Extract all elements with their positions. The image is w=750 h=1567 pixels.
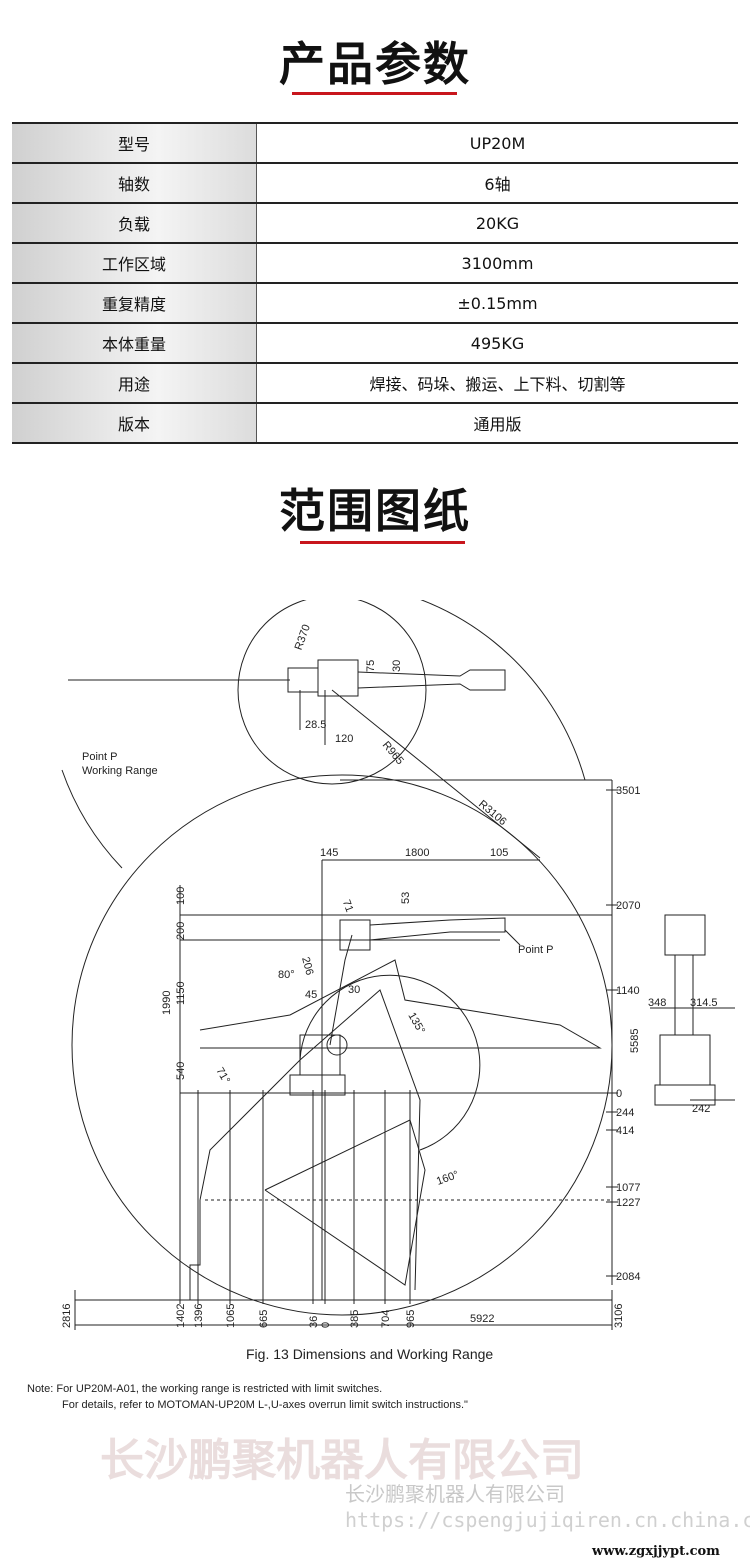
bottom-dim-label: 1402 xyxy=(175,1304,187,1328)
label-angle-160: 160° xyxy=(435,1169,460,1188)
label-5585: 5585 xyxy=(629,1029,641,1053)
spec-label: 重复精度 xyxy=(12,282,257,324)
label-r370: R370 xyxy=(293,623,313,652)
label-working-range: Working Range xyxy=(82,765,158,777)
label-1800: 1800 xyxy=(405,847,429,859)
label-30: 30 xyxy=(391,660,403,672)
label-242: 242 xyxy=(692,1103,710,1115)
working-range-circle xyxy=(71,774,613,1316)
label-angle-71: 71° xyxy=(213,1066,232,1086)
label-206: 206 xyxy=(299,956,315,977)
spec-value: 焊接、码垛、搬运、上下料、切割等 xyxy=(256,362,738,404)
right-dim-label: 1140 xyxy=(616,985,640,997)
spec-label: 轴数 xyxy=(12,162,257,204)
bottom-dim-label: 1396 xyxy=(193,1304,205,1328)
label-75: 75 xyxy=(365,660,377,672)
label-145: 145 xyxy=(320,847,338,859)
section-title-drawing: 范围图纸 xyxy=(279,484,471,538)
label-angle-30: 30 xyxy=(348,984,360,996)
right-dim-label: 414 xyxy=(616,1125,634,1137)
label-angle-135: 135° xyxy=(405,1011,427,1037)
right-dim-label: 244 xyxy=(616,1107,634,1119)
label-105: 105 xyxy=(490,847,508,859)
label-53: 53 xyxy=(400,892,412,904)
footer-site: www.zgxjjypt.com xyxy=(592,1544,720,1559)
spec-value: 6轴 xyxy=(256,162,738,204)
bottom-dim-label: 2816 xyxy=(61,1304,73,1328)
spec-row: 用途焊接、码垛、搬运、上下料、切割等 xyxy=(12,362,738,404)
label-71: 71 xyxy=(340,898,355,914)
right-dim-label: 1227 xyxy=(616,1197,640,1209)
label-348: 348 xyxy=(648,997,666,1009)
label-1150: 1150 xyxy=(175,981,187,1005)
label-point-p: Point P xyxy=(82,751,117,763)
spec-label: 用途 xyxy=(12,362,257,404)
right-dim-label: 2084 xyxy=(616,1271,640,1283)
spec-row: 版本通用版 xyxy=(12,402,738,444)
spec-label: 负载 xyxy=(12,202,257,244)
bottom-dim-label: 965 xyxy=(405,1310,417,1328)
label-200: 200 xyxy=(175,922,187,940)
label-540: 540 xyxy=(175,1062,187,1080)
right-dim-label: 2070 xyxy=(616,900,640,912)
label-point-p-arm: Point P xyxy=(518,944,553,956)
right-dim-label: 3501 xyxy=(616,785,640,797)
label-5922: 5922 xyxy=(470,1313,494,1325)
label-1990: 1990 xyxy=(161,991,173,1015)
bottom-dim-label: 665 xyxy=(258,1310,270,1328)
spec-label: 版本 xyxy=(12,402,257,444)
right-dim-label: 1077 xyxy=(616,1182,640,1194)
spec-value: 20KG xyxy=(256,202,738,244)
label-angle-80: 80° xyxy=(278,969,295,981)
spec-row: 重复精度±0.15mm xyxy=(12,282,738,324)
spec-value: 3100mm xyxy=(256,242,738,284)
spec-label: 型号 xyxy=(12,122,257,164)
bottom-dim-label: 1065 xyxy=(225,1304,237,1328)
label-28-5: 28.5 xyxy=(305,719,326,731)
bottom-dim-label: 385 xyxy=(349,1310,361,1328)
footer-company: 长沙鹏聚机器人有限公司 xyxy=(345,1482,565,1506)
bottom-dim-label: 704 xyxy=(380,1310,392,1328)
label-angle-45: 45 xyxy=(305,989,317,1001)
spec-label: 本体重量 xyxy=(12,322,257,364)
label-100: 100 xyxy=(175,887,187,905)
spec-value: 495KG xyxy=(256,322,738,364)
top-view-circle xyxy=(237,600,427,785)
outer-reach-arc-left xyxy=(61,769,123,869)
note-line-2: For details, refer to MOTOMAN-UP20M L-,U… xyxy=(62,1399,468,1411)
right-dim-label: 0 xyxy=(616,1088,622,1100)
title-underline xyxy=(292,92,457,95)
spec-value: 通用版 xyxy=(256,402,738,444)
spec-value: UP20M xyxy=(256,122,738,164)
label-120: 120 xyxy=(335,733,353,745)
outer-reach-arc-right xyxy=(420,600,586,781)
bottom-dim-label: 36 xyxy=(308,1316,320,1328)
label-314-5: 314.5 xyxy=(690,997,718,1009)
title-underline xyxy=(300,541,465,544)
spec-value: ±0.15mm xyxy=(256,282,738,324)
footer-url: https://cspengjujiqiren.cn.china.c xyxy=(345,1508,750,1532)
spec-label: 工作区域 xyxy=(12,242,257,284)
figure-caption: Fig. 13 Dimensions and Working Range xyxy=(246,1346,493,1362)
section-title-params: 产品参数 xyxy=(279,37,471,91)
watermark: 长沙鹏聚机器人有限公司 xyxy=(100,1435,584,1486)
working-range-drawing: R370 75 30 28.5 120 R965 R3106 Point P W… xyxy=(27,600,735,1411)
note-line-1: Note: For UP20M-A01, the working range i… xyxy=(27,1383,382,1395)
bottom-dim-label: 3106 xyxy=(613,1304,625,1328)
bottom-dim-label: 0 xyxy=(320,1322,332,1328)
